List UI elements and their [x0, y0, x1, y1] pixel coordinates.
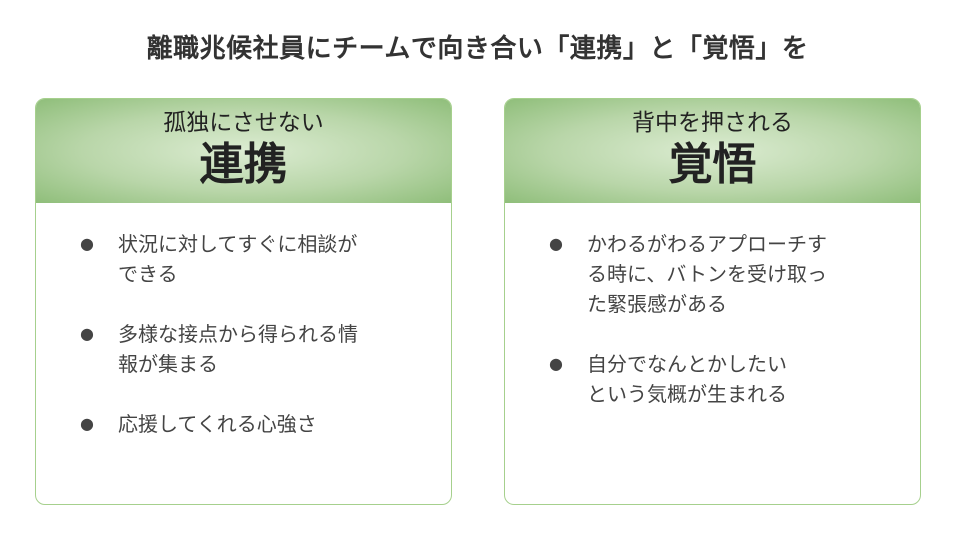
card-renkei: 孤独にさせない 連携 ● 状況に対してすぐに相談が できる ● 多様な接点から得られ… — [35, 98, 452, 505]
card-heading: 覚悟 — [668, 139, 757, 190]
card-header: 背中を押される 覚悟 — [505, 99, 920, 203]
bullet-icon: ● — [549, 234, 563, 253]
card-heading: 連携 — [199, 139, 288, 190]
card-kakugo: 背中を押される 覚悟 ● かわるがわるアプローチす る時に、バトンを受け取っ た緊… — [504, 98, 921, 505]
list-item: ● かわるがわるアプローチす る時に、バトンを受け取っ た緊張感がある — [545, 229, 890, 319]
bullet-icon: ● — [80, 414, 94, 433]
list-item: ● 多様な接点から得られる情 報が集まる — [76, 319, 421, 379]
item-text: 状況に対してすぐに相談が できる — [118, 232, 358, 286]
item-text: 応援してくれる心強さ — [118, 412, 317, 436]
card-header: 孤独にさせない 連携 — [36, 99, 451, 203]
item-text: かわるがわるアプローチす る時に、バトンを受け取っ た緊張感がある — [587, 232, 827, 316]
item-text: 自分でなんとかしたい という気概が生まれる — [587, 352, 787, 406]
card-subtitle: 背中を押される — [632, 110, 793, 136]
list-item: ● 状況に対してすぐに相談が できる — [76, 229, 421, 289]
item-text: 多様な接点から得られる情 報が集まる — [118, 322, 358, 376]
bullet-icon: ● — [80, 234, 94, 253]
bullet-icon: ● — [549, 354, 563, 373]
bullet-icon: ● — [80, 324, 94, 343]
card-subtitle: 孤独にさせない — [163, 110, 324, 136]
list-item: ● 自分でなんとかしたい という気概が生まれる — [545, 349, 890, 409]
bullet-list: ● 状況に対してすぐに相談が できる ● 多様な接点から得られる情 報が集まる ● 応… — [36, 203, 451, 439]
list-item: ● 応援してくれる心強さ — [76, 409, 421, 439]
bullet-list: ● かわるがわるアプローチす る時に、バトンを受け取っ た緊張感がある ● 自分でな… — [505, 203, 920, 409]
slide-title: 離職兆候社員にチームで向き合い「連携」と「覚悟」を — [146, 34, 809, 64]
